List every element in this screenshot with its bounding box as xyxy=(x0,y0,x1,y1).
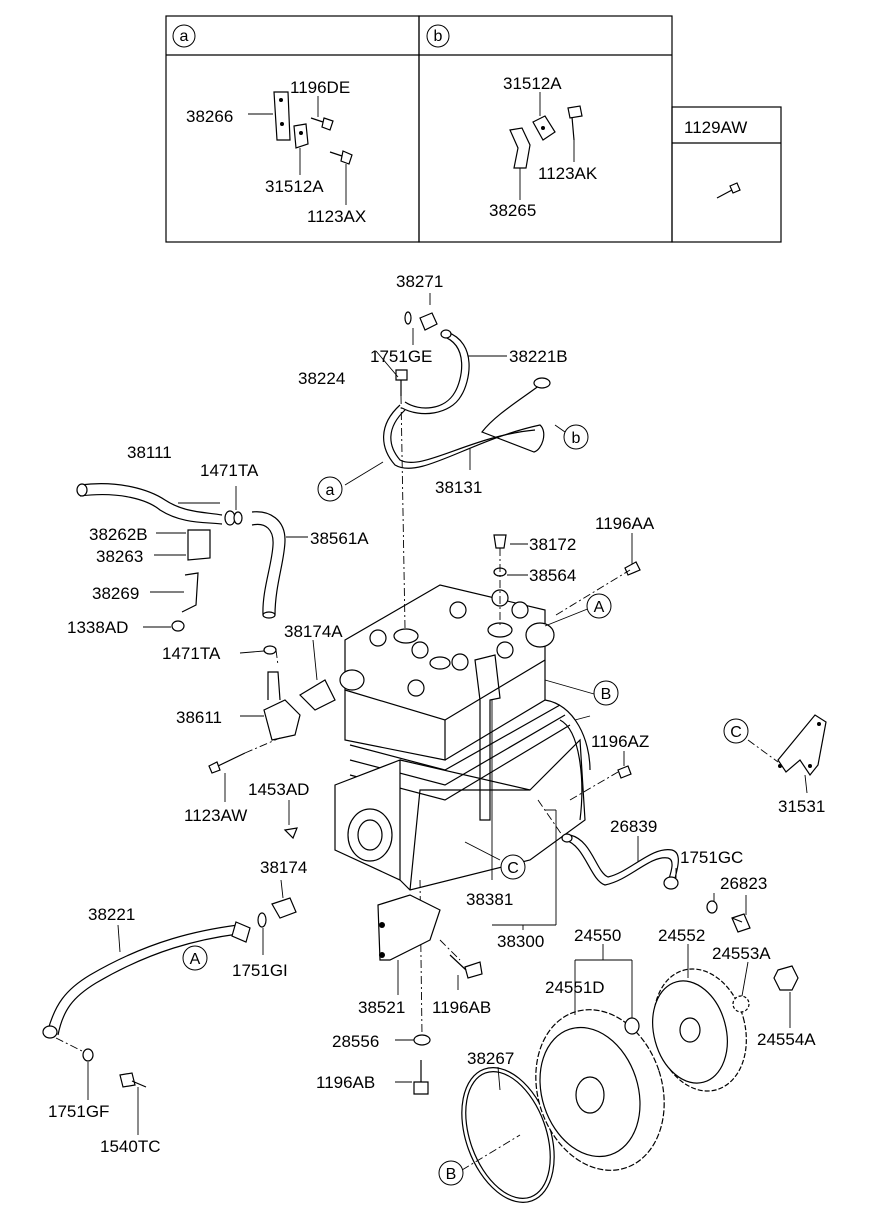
label-38564: 38564 xyxy=(529,566,576,585)
inset-a-tag: a xyxy=(180,28,189,45)
label-1751GF: 1751GF xyxy=(48,1102,109,1121)
label-1471TA-mid: 1471TA xyxy=(162,644,221,663)
label-24553A: 24553A xyxy=(712,944,771,963)
label-26839: 26839 xyxy=(610,817,657,836)
callout-C-right: C xyxy=(723,718,749,744)
label-1123AW: 1123AW xyxy=(184,806,247,825)
svg-text:B: B xyxy=(601,686,612,703)
label-1338AD: 1338AD xyxy=(67,618,128,637)
inset-box-c xyxy=(671,106,782,243)
part-labels: 1196DE 38266 31512A 1123AX 31512A 1123AK… xyxy=(48,74,825,1156)
inset-box-a: a xyxy=(165,15,420,243)
callout-A-lower: A xyxy=(182,945,208,971)
leaders-38300 xyxy=(464,700,557,930)
label-38221B: 38221B xyxy=(509,347,568,366)
label-1123AX: 1123AX xyxy=(307,207,366,226)
callout-B-lower: B xyxy=(438,1160,464,1186)
label-38174A: 38174A xyxy=(284,622,343,641)
bracket-38521 xyxy=(377,894,483,1095)
label-1123AK: 1123AK xyxy=(538,164,598,183)
inset-box-b: b xyxy=(418,15,673,243)
pipe-38221 xyxy=(42,879,297,1135)
svg-text:b: b xyxy=(572,430,581,447)
label-1471TA-top: 1471TA xyxy=(200,461,259,480)
upper-pipe-assembly xyxy=(344,293,566,486)
label-1196AB-a: 1196AB xyxy=(432,998,491,1017)
svg-text:a: a xyxy=(326,482,335,499)
left-hose-assembly xyxy=(76,483,308,632)
label-38561A: 38561A xyxy=(310,529,369,548)
label-26823: 26823 xyxy=(720,874,767,893)
callout-A-upper: A xyxy=(586,593,612,619)
label-24554A: 24554A xyxy=(757,1030,816,1049)
inset-b-tag: b xyxy=(434,28,443,45)
label-31512A-b: 31512A xyxy=(503,74,562,93)
callout-C-body: C xyxy=(500,854,526,880)
label-38263: 38263 xyxy=(96,547,143,566)
svg-text:B: B xyxy=(446,1166,457,1183)
svg-text:C: C xyxy=(730,724,742,741)
pipe-26839 xyxy=(537,799,751,933)
label-31512A-a: 31512A xyxy=(265,177,324,196)
compressor-body xyxy=(208,395,641,1036)
label-1453AD: 1453AD xyxy=(248,780,309,799)
callout-b: b xyxy=(563,424,589,450)
svg-text:A: A xyxy=(190,951,201,968)
svg-text:A: A xyxy=(594,599,605,616)
label-1129AW: 1129AW xyxy=(684,118,747,137)
label-38224: 38224 xyxy=(298,369,345,388)
label-38174: 38174 xyxy=(260,858,307,877)
label-1751GC: 1751GC xyxy=(680,848,743,867)
label-1196AB-b: 1196AB xyxy=(316,1073,375,1092)
label-1751GE: 1751GE xyxy=(370,347,432,366)
label-24550: 24550 xyxy=(574,926,621,945)
label-38262B: 38262B xyxy=(89,525,148,544)
label-28556: 28556 xyxy=(332,1032,379,1051)
label-38172: 38172 xyxy=(529,535,576,554)
label-38269: 38269 xyxy=(92,584,139,603)
label-24552: 24552 xyxy=(658,926,705,945)
label-1196AA: 1196AA xyxy=(595,514,655,533)
callout-a: a xyxy=(317,476,343,502)
callout-circles: a b A A B B C C xyxy=(182,424,749,1186)
label-38300: 38300 xyxy=(497,932,544,951)
label-38131: 38131 xyxy=(435,478,482,497)
gear-assembly xyxy=(461,944,799,1203)
svg-text:C: C xyxy=(507,860,519,877)
label-38266: 38266 xyxy=(186,107,233,126)
label-38221: 38221 xyxy=(88,905,135,924)
label-38611: 38611 xyxy=(176,708,222,727)
label-38265: 38265 xyxy=(489,201,536,220)
label-38111: 38111 xyxy=(127,443,172,462)
label-31531: 31531 xyxy=(778,797,825,816)
label-38267: 38267 xyxy=(467,1049,514,1068)
label-24551D: 24551D xyxy=(545,978,605,997)
label-1751GI: 1751GI xyxy=(232,961,288,980)
label-1196AZ: 1196AZ xyxy=(591,732,649,751)
label-38271: 38271 xyxy=(396,272,443,291)
label-38521: 38521 xyxy=(358,998,405,1017)
label-1540TC: 1540TC xyxy=(100,1137,160,1156)
label-38381: 38381 xyxy=(466,890,513,909)
callout-B-upper: B xyxy=(593,680,619,706)
label-1196DE: 1196DE xyxy=(290,78,350,97)
bracket-31531 xyxy=(747,714,827,794)
